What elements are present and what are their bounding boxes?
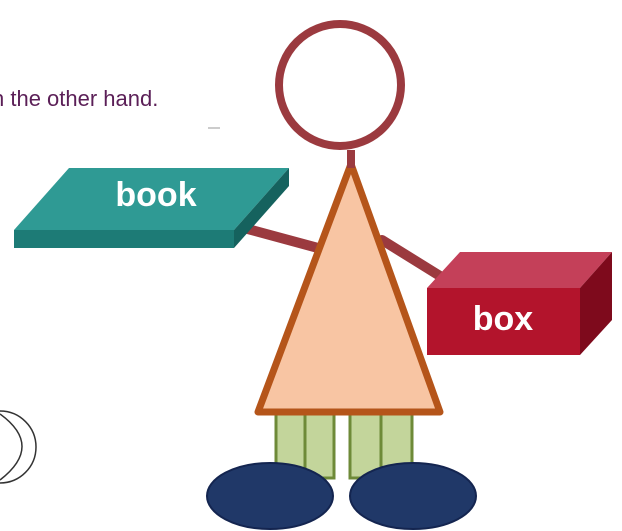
head — [279, 24, 401, 146]
box-top — [427, 252, 612, 288]
partial-circle-outline — [0, 411, 36, 483]
book-label: book — [115, 176, 196, 214]
book-object: book — [14, 168, 289, 248]
box-label: box — [473, 300, 534, 338]
left-arm — [244, 228, 318, 248]
right-shoe — [350, 463, 476, 529]
book-front — [14, 230, 234, 248]
partial-circle-arc — [0, 414, 22, 480]
left-shoe — [207, 463, 333, 529]
body-triangle — [258, 164, 440, 412]
box-object: box — [427, 252, 612, 355]
